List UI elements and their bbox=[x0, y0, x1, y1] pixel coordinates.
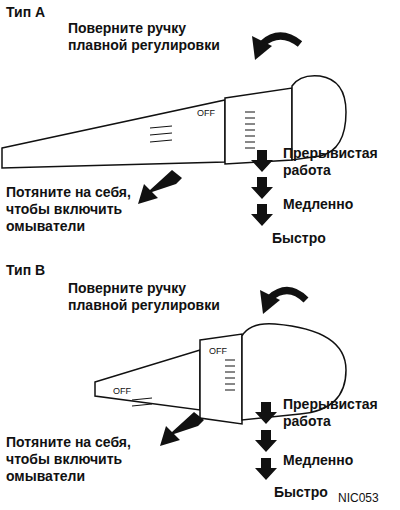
label: Прерывистая работа bbox=[283, 396, 383, 430]
switch-marking: OFF bbox=[196, 108, 216, 118]
label: NIC053 bbox=[338, 490, 379, 507]
switch-marking: OFF bbox=[112, 386, 132, 396]
stalk-body bbox=[95, 350, 200, 410]
switch-marking: OFF bbox=[208, 346, 228, 356]
label: Тип А bbox=[6, 4, 45, 21]
label: Поверните ручку плавной регулировки bbox=[68, 20, 228, 54]
control-ring bbox=[200, 334, 242, 424]
ring-ticks bbox=[132, 112, 255, 406]
label: Потяните на себя, чтобы включить омывате… bbox=[6, 434, 156, 485]
label: Прерывистая работа bbox=[283, 145, 383, 179]
label: Быстро bbox=[274, 484, 328, 501]
label: Поверните ручку плавной регулировки bbox=[68, 280, 228, 314]
label: Медленно bbox=[283, 452, 353, 469]
stalk-body bbox=[2, 100, 225, 168]
label: Медленно bbox=[283, 196, 353, 213]
label: Быстро bbox=[272, 230, 326, 247]
label: Тип В bbox=[6, 262, 45, 279]
direction-arrows bbox=[138, 36, 306, 480]
label: Потяните на себя, чтобы включить омывате… bbox=[6, 184, 141, 235]
